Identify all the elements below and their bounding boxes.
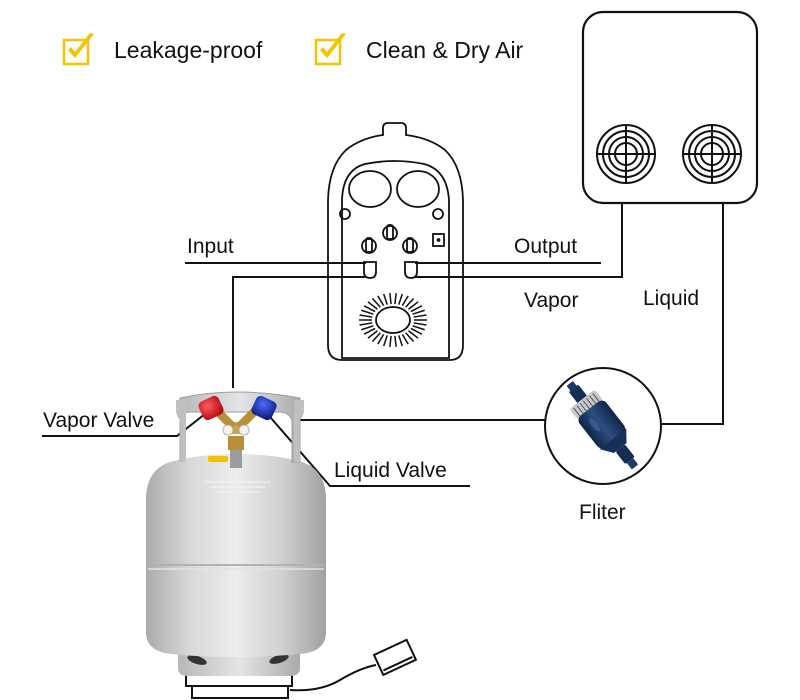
grille-slot: [401, 333, 409, 345]
grille-slot: [377, 333, 385, 345]
grille-slot: [367, 330, 378, 339]
knob-icon: [382, 224, 398, 241]
grille-slot: [377, 295, 385, 307]
liquid-label: Liquid: [643, 287, 700, 310]
grille-slot: [389, 293, 392, 305]
vapor-valve-line: [232, 276, 366, 388]
grille-slot: [398, 293, 404, 305]
feature-clean-dry-air: Clean & Dry Air: [314, 32, 523, 68]
filter-drier: [544, 367, 662, 485]
grille-slot: [359, 314, 373, 318]
vapor-valve-cap: [198, 395, 224, 421]
power-switch-icon: [432, 233, 445, 247]
filter-label: Fliter: [579, 501, 626, 524]
grille-slot: [361, 309, 374, 315]
feature-label: Leakage-proof: [114, 36, 263, 63]
grille-slot: [405, 332, 415, 343]
grille-slot: [394, 293, 397, 305]
knob-icon: [361, 237, 377, 254]
checkmark-icon: [314, 33, 346, 66]
liquid-valve-leader: [263, 409, 470, 487]
vapor-valve-leader: [42, 409, 211, 437]
grille-slot: [367, 301, 378, 310]
grille-slot: [408, 330, 419, 339]
grille-slot: [382, 335, 388, 347]
grille-slot: [410, 305, 423, 313]
valve-handle-icon: [208, 456, 228, 462]
grille-slot: [363, 305, 376, 313]
vapor-label: Vapor: [524, 289, 579, 312]
grille-slot: [361, 325, 374, 331]
condenser-unit: [581, 10, 759, 205]
grille-slot: [410, 327, 423, 335]
grille-slot: [413, 322, 427, 326]
grille-slot: [371, 332, 381, 343]
vapor-valve-label: Vapor Valve: [43, 409, 155, 432]
grille-slot: [405, 297, 415, 308]
connection-lines: [42, 203, 724, 487]
grille-slot: [401, 295, 409, 307]
grille-slot: [394, 335, 397, 347]
grille-slot: [412, 309, 425, 315]
recovery-tank: [146, 391, 418, 699]
grille-slot: [371, 297, 381, 308]
fan-icon: [596, 124, 656, 184]
feature-leakage-proof: Leakage-proof: [62, 32, 262, 68]
output-label: Output: [514, 235, 578, 258]
grille-slot: [413, 314, 427, 318]
knob-icon: [402, 237, 418, 254]
liquid-line: [662, 203, 724, 425]
vapor-line: [415, 203, 623, 278]
grille-slot: [398, 335, 404, 347]
grille-slot: [408, 301, 419, 310]
input-label: Input: [187, 235, 234, 258]
grille-slot: [389, 335, 392, 347]
liquid-valve-cap: [251, 395, 277, 421]
checkmark-icon: [62, 33, 94, 66]
grille-slot: [359, 322, 373, 326]
grille-slot: [363, 327, 376, 335]
recovery-machine: [327, 122, 464, 361]
grille-slot: [382, 293, 388, 305]
grille-slot: [412, 325, 425, 331]
fan-icon: [682, 124, 742, 184]
feature-label: Clean & Dry Air: [366, 36, 524, 63]
liquid-valve-label: Liquid Valve: [334, 459, 447, 482]
